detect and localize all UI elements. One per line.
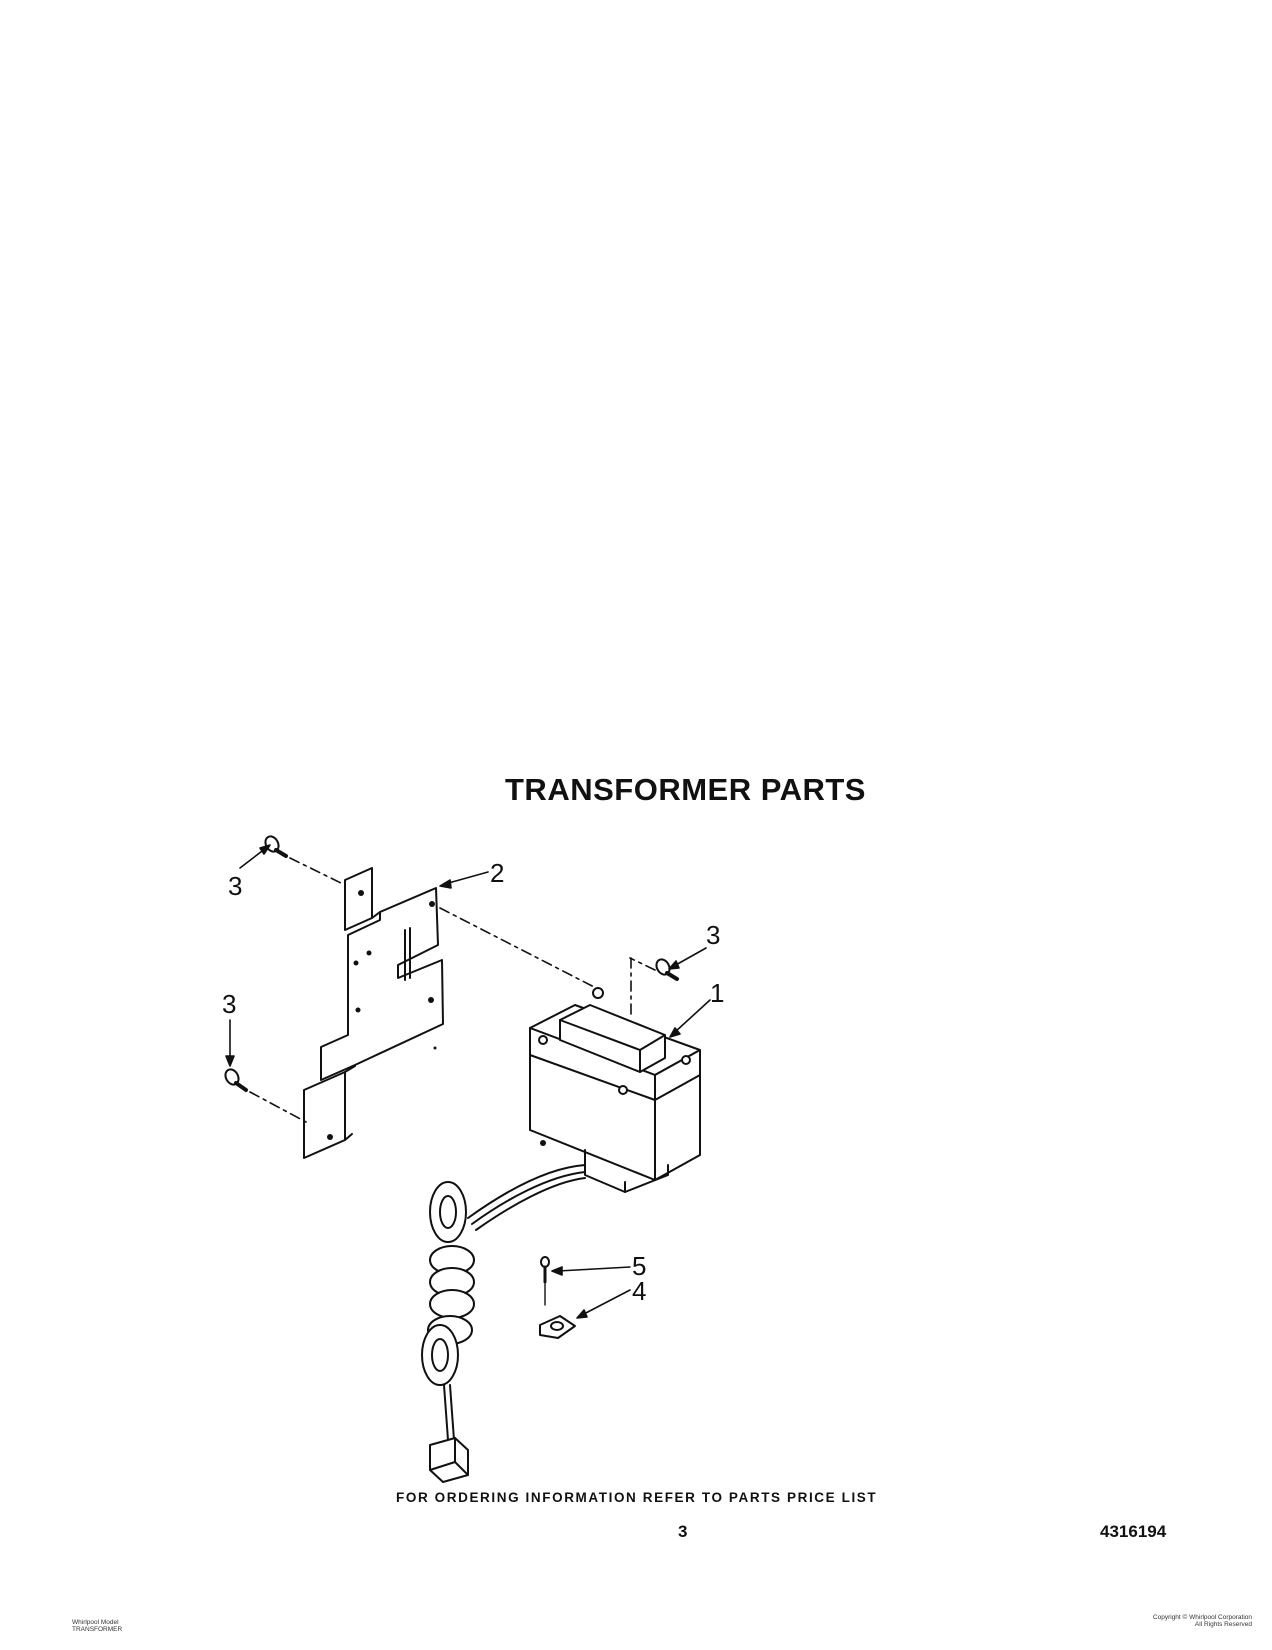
alignment-lines <box>249 857 656 1123</box>
callout-leaders <box>225 844 711 1319</box>
wire-harness <box>421 1164 586 1483</box>
footer-copyright-line: Copyright © Whirlpool Corporation <box>1152 1614 1252 1621</box>
footer-section-line: TRANSFORMER <box>72 1626 123 1633</box>
footer-model-info: Whirlpool Model TRANSFORMER <box>72 1619 122 1633</box>
callout-3-mid-left: 3 <box>222 989 236 1019</box>
callout-4: 4 <box>632 1276 646 1306</box>
page-number: 3 <box>678 1522 688 1541</box>
mounting-bracket <box>303 867 444 1159</box>
callout-3-right: 3 <box>706 920 720 950</box>
transformer <box>529 987 701 1193</box>
footer-copyright: Copyright © Whirlpool Corporation All Ri… <box>1153 1614 1252 1628</box>
screw-right <box>655 958 679 981</box>
ordering-info-note: FOR ORDERING INFORMATION REFER TO PARTS … <box>396 1490 878 1505</box>
callout-1: 1 <box>710 978 724 1008</box>
screw-mid-left <box>224 1068 248 1092</box>
footer-model-line: Whirlpool Model <box>72 1619 119 1626</box>
callout-3-top-left: 3 <box>228 871 242 901</box>
screw-top-left <box>264 835 288 858</box>
callout-2: 2 <box>490 858 504 888</box>
page-title: TRANSFORMER PARTS <box>505 772 866 807</box>
wire-clip <box>539 1315 576 1339</box>
small-screw <box>540 1256 550 1306</box>
callout-5: 5 <box>632 1251 646 1281</box>
part-number: 4316194 <box>1100 1522 1167 1541</box>
footer-rights-line: All Rights Reserved <box>1194 1621 1252 1628</box>
